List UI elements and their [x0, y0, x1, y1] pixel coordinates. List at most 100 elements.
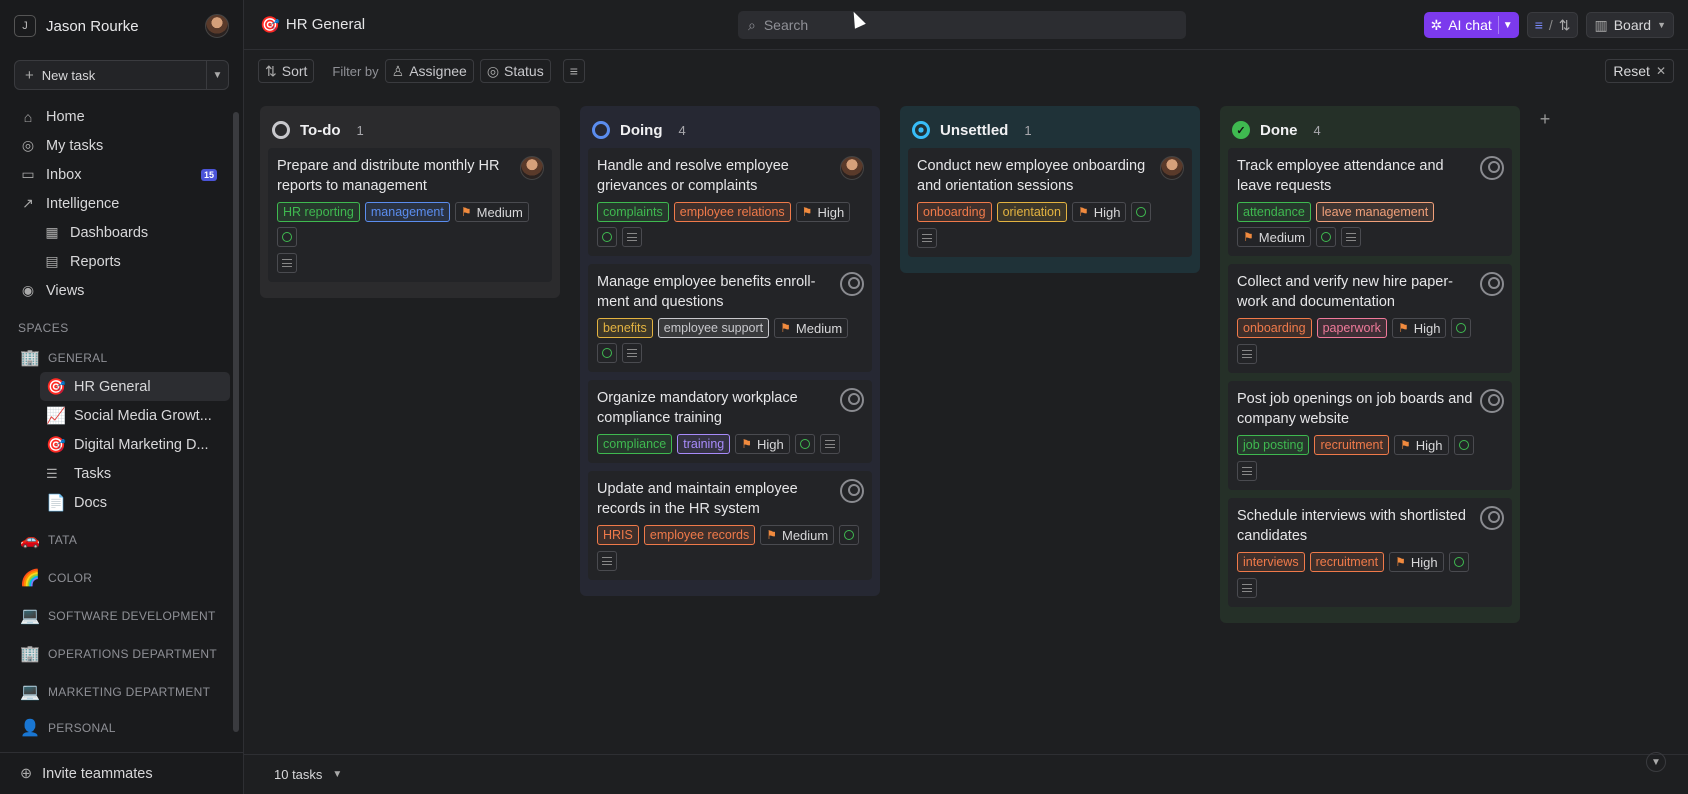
tag[interactable]: attendance — [1237, 202, 1311, 222]
task-card[interactable]: Prepare and distribute monthly HR report… — [268, 148, 552, 282]
tag[interactable]: HRIS — [597, 525, 639, 545]
sidebar-item-intelligence[interactable]: ↗ Intelligence — [0, 189, 243, 218]
project-digital-marketing[interactable]: 🎯 Digital Marketing D... — [40, 430, 230, 459]
status-circle-icon[interactable] — [597, 227, 617, 247]
description-icon[interactable] — [277, 253, 297, 273]
sidebar-scrollbar[interactable] — [233, 112, 239, 732]
status-circle-icon[interactable] — [794, 434, 815, 454]
status-circle-icon[interactable] — [1451, 318, 1472, 338]
ai-chat-button[interactable]: ✲ AI chat ▼ — [1424, 12, 1519, 38]
project-social-media[interactable]: 📈 Social Media Growt... — [40, 401, 230, 430]
priority-badge[interactable]: ⚑Medium — [760, 525, 835, 545]
status-circle-icon[interactable] — [1453, 435, 1474, 455]
advanced-filter-button[interactable]: ≡ — [562, 59, 585, 83]
tag[interactable]: management — [364, 202, 450, 222]
task-card[interactable]: Collect and verify new hire paper­work a… — [1228, 264, 1512, 373]
status-circle-icon[interactable] — [1316, 227, 1337, 247]
unassigned-icon[interactable] — [1480, 389, 1504, 413]
task-card[interactable]: Update and maintain employee records in … — [588, 471, 872, 580]
description-icon[interactable] — [1341, 227, 1362, 247]
tag[interactable]: paperwork — [1316, 318, 1387, 338]
unassigned-icon[interactable] — [1480, 506, 1504, 530]
priority-badge[interactable]: ⚑High — [1391, 318, 1447, 338]
task-card[interactable]: Organize mandatory workplace compliance … — [588, 380, 872, 463]
priority-badge[interactable]: ⚑High — [1389, 552, 1444, 572]
tag[interactable]: employee support — [657, 318, 770, 338]
assignee-avatar[interactable] — [1160, 156, 1184, 180]
status-circle-icon[interactable] — [597, 343, 617, 363]
priority-badge[interactable]: ⚑High — [1071, 202, 1127, 222]
tag[interactable]: job posting — [1237, 435, 1310, 455]
space-tata[interactable]: 🚗 TATA — [0, 525, 243, 554]
priority-badge[interactable]: ⚑High — [735, 434, 790, 454]
task-card[interactable]: Conduct new employee onboard­ing and ori… — [908, 148, 1192, 257]
space-marketing[interactable]: 💻 MARKETING DEPARTMENT — [0, 677, 243, 706]
task-card[interactable]: Post job openings on job boards and comp… — [1228, 381, 1512, 490]
sidebar-item-dashboards[interactable]: ▦ Dashboards — [0, 218, 243, 247]
task-card[interactable]: Track employee attendance and leave requ… — [1228, 148, 1512, 256]
status-circle-icon[interactable] — [1448, 552, 1469, 572]
sidebar-item-inbox[interactable]: ▭ Inbox 15 — [0, 160, 243, 189]
reset-button[interactable]: Reset ✕ — [1605, 59, 1674, 83]
chevron-down-icon[interactable]: ▼ — [332, 769, 343, 780]
description-icon[interactable] — [1237, 578, 1257, 598]
tag[interactable]: leave management — [1315, 202, 1435, 222]
unassigned-icon[interactable] — [840, 479, 864, 503]
avatar[interactable] — [205, 14, 229, 38]
project-hr-general[interactable]: 🎯 HR General — [40, 372, 230, 401]
description-icon[interactable] — [622, 343, 642, 363]
sidebar-item-my-tasks[interactable]: ◎ My tasks — [0, 131, 243, 160]
tag[interactable]: training — [677, 434, 731, 454]
chevron-down-icon[interactable]: ▼ — [206, 61, 228, 89]
description-icon[interactable] — [917, 228, 937, 248]
project-tasks[interactable]: ☰ Tasks — [40, 459, 230, 488]
priority-badge[interactable]: ⚑Medium — [774, 318, 849, 338]
tag[interactable]: employee records — [643, 525, 756, 545]
scroll-down-button[interactable]: ▼ — [1646, 752, 1666, 772]
search-input[interactable]: ⌕ Search — [738, 11, 1186, 39]
task-card[interactable]: Handle and resolve employee grievances o… — [588, 148, 872, 256]
assignee-avatar[interactable] — [840, 156, 864, 180]
tag[interactable]: interviews — [1237, 552, 1305, 572]
tag[interactable]: onboarding — [1237, 318, 1312, 338]
tag[interactable]: benefits — [597, 318, 653, 338]
status-filter-button[interactable]: ◎ Status — [479, 59, 551, 83]
new-task-main[interactable]: + New task — [15, 61, 206, 89]
project-docs[interactable]: 📄 Docs — [40, 488, 230, 517]
tag[interactable]: compliance — [597, 434, 673, 454]
sidebar-item-reports[interactable]: ▤ Reports — [0, 247, 243, 276]
space-general[interactable]: 🏢 GENERAL — [0, 343, 243, 372]
sort-button[interactable]: ⇅ Sort — [258, 59, 315, 83]
new-task-button[interactable]: + New task ▼ — [14, 60, 229, 90]
tag[interactable]: recruitment — [1314, 435, 1389, 455]
invite-teammates-button[interactable]: ⊕ Invite teammates — [0, 752, 243, 794]
task-card[interactable]: Schedule interviews with short­listed ca… — [1228, 498, 1512, 607]
workspace-header[interactable]: J Jason Rourke — [0, 0, 243, 52]
priority-badge[interactable]: ⚑Medium — [1237, 227, 1312, 247]
unassigned-icon[interactable] — [1480, 272, 1504, 296]
description-icon[interactable] — [1237, 461, 1257, 481]
assignee-filter-button[interactable]: ♙ Assignee — [384, 59, 474, 83]
tag[interactable]: onboarding — [917, 202, 992, 222]
status-circle-icon[interactable] — [1131, 202, 1152, 222]
assignee-avatar[interactable] — [520, 156, 544, 180]
chevron-down-icon[interactable]: ▼ — [1497, 16, 1513, 34]
space-personal[interactable]: 👤 PERSONAL — [0, 713, 243, 742]
tag[interactable]: orientation — [996, 202, 1067, 222]
space-software-development[interactable]: 💻 SOFTWARE DEVELOPMENT — [0, 601, 243, 630]
tag[interactable]: recruitment — [1309, 552, 1385, 572]
description-icon[interactable] — [1237, 344, 1257, 364]
breadcrumb[interactable]: 🎯 HR General — [260, 15, 365, 35]
tag[interactable]: employee relations — [673, 202, 791, 222]
priority-badge[interactable]: ⚑Medium — [454, 202, 529, 222]
tag[interactable]: complaints — [597, 202, 669, 222]
status-circle-icon[interactable] — [839, 525, 860, 545]
tag[interactable]: HR reporting — [277, 202, 360, 222]
space-color[interactable]: 🌈 COLOR — [0, 563, 243, 592]
description-icon[interactable] — [819, 434, 840, 454]
add-column-button[interactable]: + — [1539, 108, 1551, 129]
